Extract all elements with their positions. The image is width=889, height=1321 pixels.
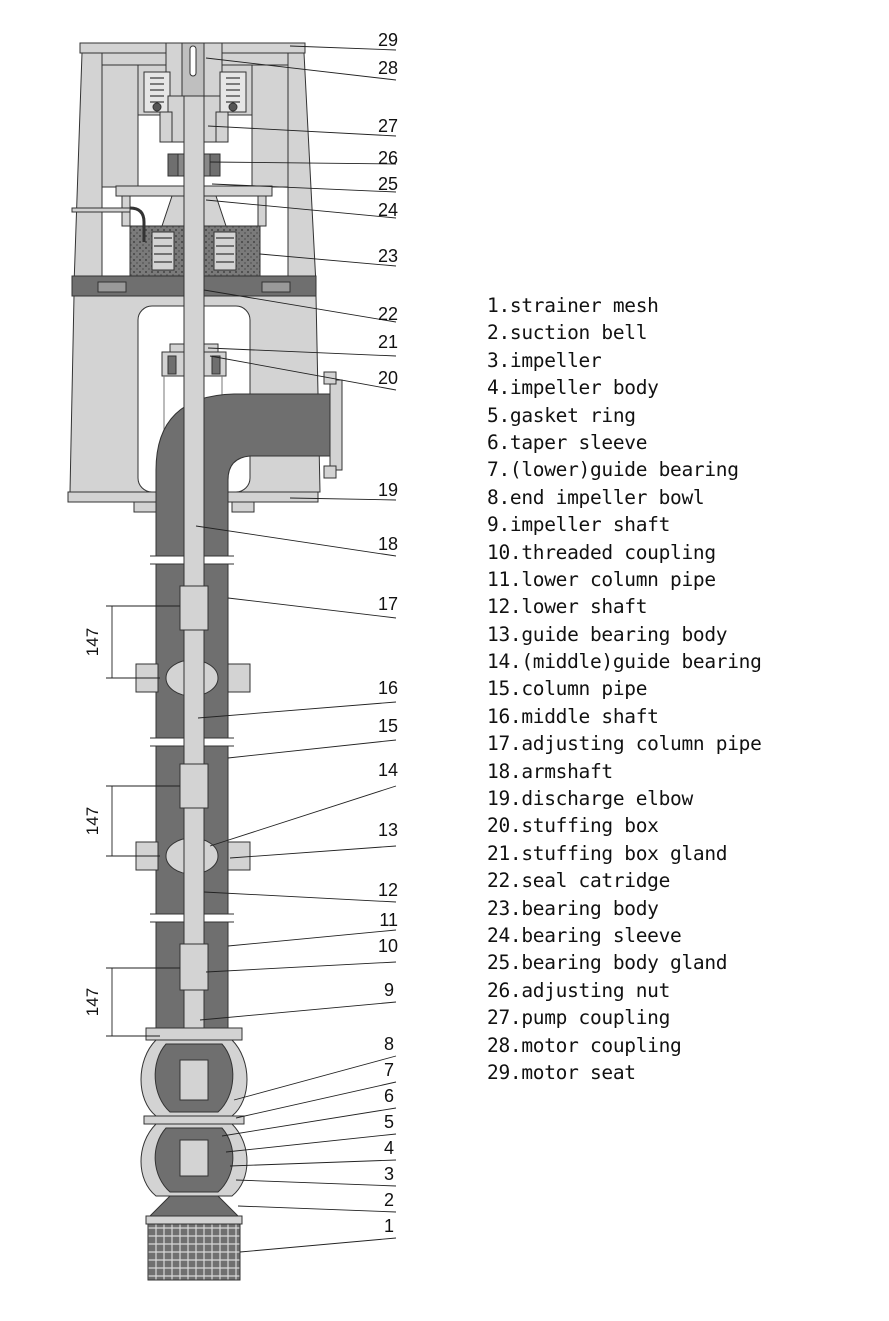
legend-item: 17.adjusting column pipe — [487, 732, 762, 756]
callout-13: 13 — [378, 820, 398, 840]
callout-numbers: 1 2 3 4 5 6 7 8 9 10 11 12 13 14 15 16 1… — [378, 30, 398, 1236]
callout-14: 14 — [378, 760, 398, 780]
legend-item: 29.motor seat — [487, 1060, 636, 1084]
dimension-label: 147 — [83, 988, 102, 1016]
callout-12: 12 — [378, 880, 398, 900]
legend-item: 14.(middle)guide bearing — [487, 650, 762, 674]
callout-27: 27 — [378, 116, 398, 136]
callout-9: 9 — [384, 980, 394, 1000]
legend-item: 5.gasket ring — [487, 403, 636, 427]
callout-21: 21 — [378, 332, 398, 352]
callout-8: 8 — [384, 1034, 394, 1054]
legend-item: 11.lower column pipe — [487, 567, 716, 591]
callout-11: 11 — [379, 910, 398, 930]
callout-24: 24 — [378, 200, 398, 220]
legend-item: 19.discharge elbow — [487, 787, 693, 811]
legend-item: 26.adjusting nut — [487, 978, 671, 1002]
callout-3: 3 — [384, 1164, 394, 1184]
dimension-labels: 147 147 147 — [83, 628, 102, 1016]
callout-1: 1 — [384, 1216, 394, 1236]
legend-item: 12.lower shaft — [487, 595, 648, 619]
callout-19: 19 — [378, 480, 398, 500]
legend-item: 27.pump coupling — [487, 1006, 671, 1030]
callout-26: 26 — [378, 148, 398, 168]
dimension-lines — [106, 605, 180, 1037]
legend-item: 22.seal catridge — [487, 869, 671, 893]
legend-item: 16.middle shaft — [487, 704, 659, 728]
strainer-mesh — [147, 1223, 241, 1281]
dimension-label: 147 — [83, 628, 102, 656]
parts-legend: 1.strainer mesh 2.suction bell 3.impeller 4… — [487, 292, 762, 1086]
callout-22: 22 — [378, 304, 398, 324]
legend-item: 21.stuffing box gland — [487, 841, 728, 865]
dimension-label: 147 — [83, 807, 102, 835]
legend-item: 20.stuffing box — [487, 814, 659, 838]
callout-15: 15 — [378, 716, 398, 736]
spring-assembly — [143, 71, 247, 113]
legend-item: 13.guide bearing body — [487, 622, 728, 646]
leader-lines — [195, 45, 397, 1253]
callout-16: 16 — [378, 678, 398, 698]
legend-item: 4.impeller body — [487, 376, 659, 400]
motor-coupling — [165, 42, 223, 97]
legend-item: 3.impeller — [487, 348, 602, 372]
callout-29: 29 — [378, 30, 398, 50]
legend-item: 23.bearing body — [487, 896, 659, 920]
callout-20: 20 — [378, 368, 398, 388]
pump-bowls — [140, 1027, 248, 1197]
legend-item: 10.threaded coupling — [487, 540, 716, 564]
callout-25: 25 — [378, 174, 398, 194]
callout-5: 5 — [384, 1112, 394, 1132]
legend-item: 25.bearing body gland — [487, 951, 728, 975]
legend-item: 15.column pipe — [487, 677, 648, 701]
legend-item: 18.armshaft — [487, 759, 613, 783]
legend-item: 8.end impeller bowl — [487, 485, 705, 509]
callout-6: 6 — [384, 1086, 394, 1106]
callout-18: 18 — [378, 534, 398, 554]
legend-item: 7.(lower)guide bearing — [487, 458, 739, 482]
pump-shaft — [179, 95, 209, 1197]
legend-item: 24.bearing sleeve — [487, 923, 682, 947]
callout-7: 7 — [384, 1060, 394, 1080]
legend-item: 1.strainer mesh — [487, 294, 659, 317]
callout-17: 17 — [378, 594, 398, 614]
callout-23: 23 — [378, 246, 398, 266]
legend-item: 2.suction bell — [487, 321, 648, 345]
legend-item: 6.taper sleeve — [487, 430, 648, 454]
callout-10: 10 — [378, 936, 398, 956]
callout-4: 4 — [384, 1138, 394, 1158]
suction-bell — [145, 1195, 243, 1225]
legend-item: 28.motor coupling — [487, 1033, 682, 1057]
legend-item: 9.impeller shaft — [487, 513, 671, 537]
callout-2: 2 — [384, 1190, 394, 1210]
callout-28: 28 — [378, 58, 398, 78]
